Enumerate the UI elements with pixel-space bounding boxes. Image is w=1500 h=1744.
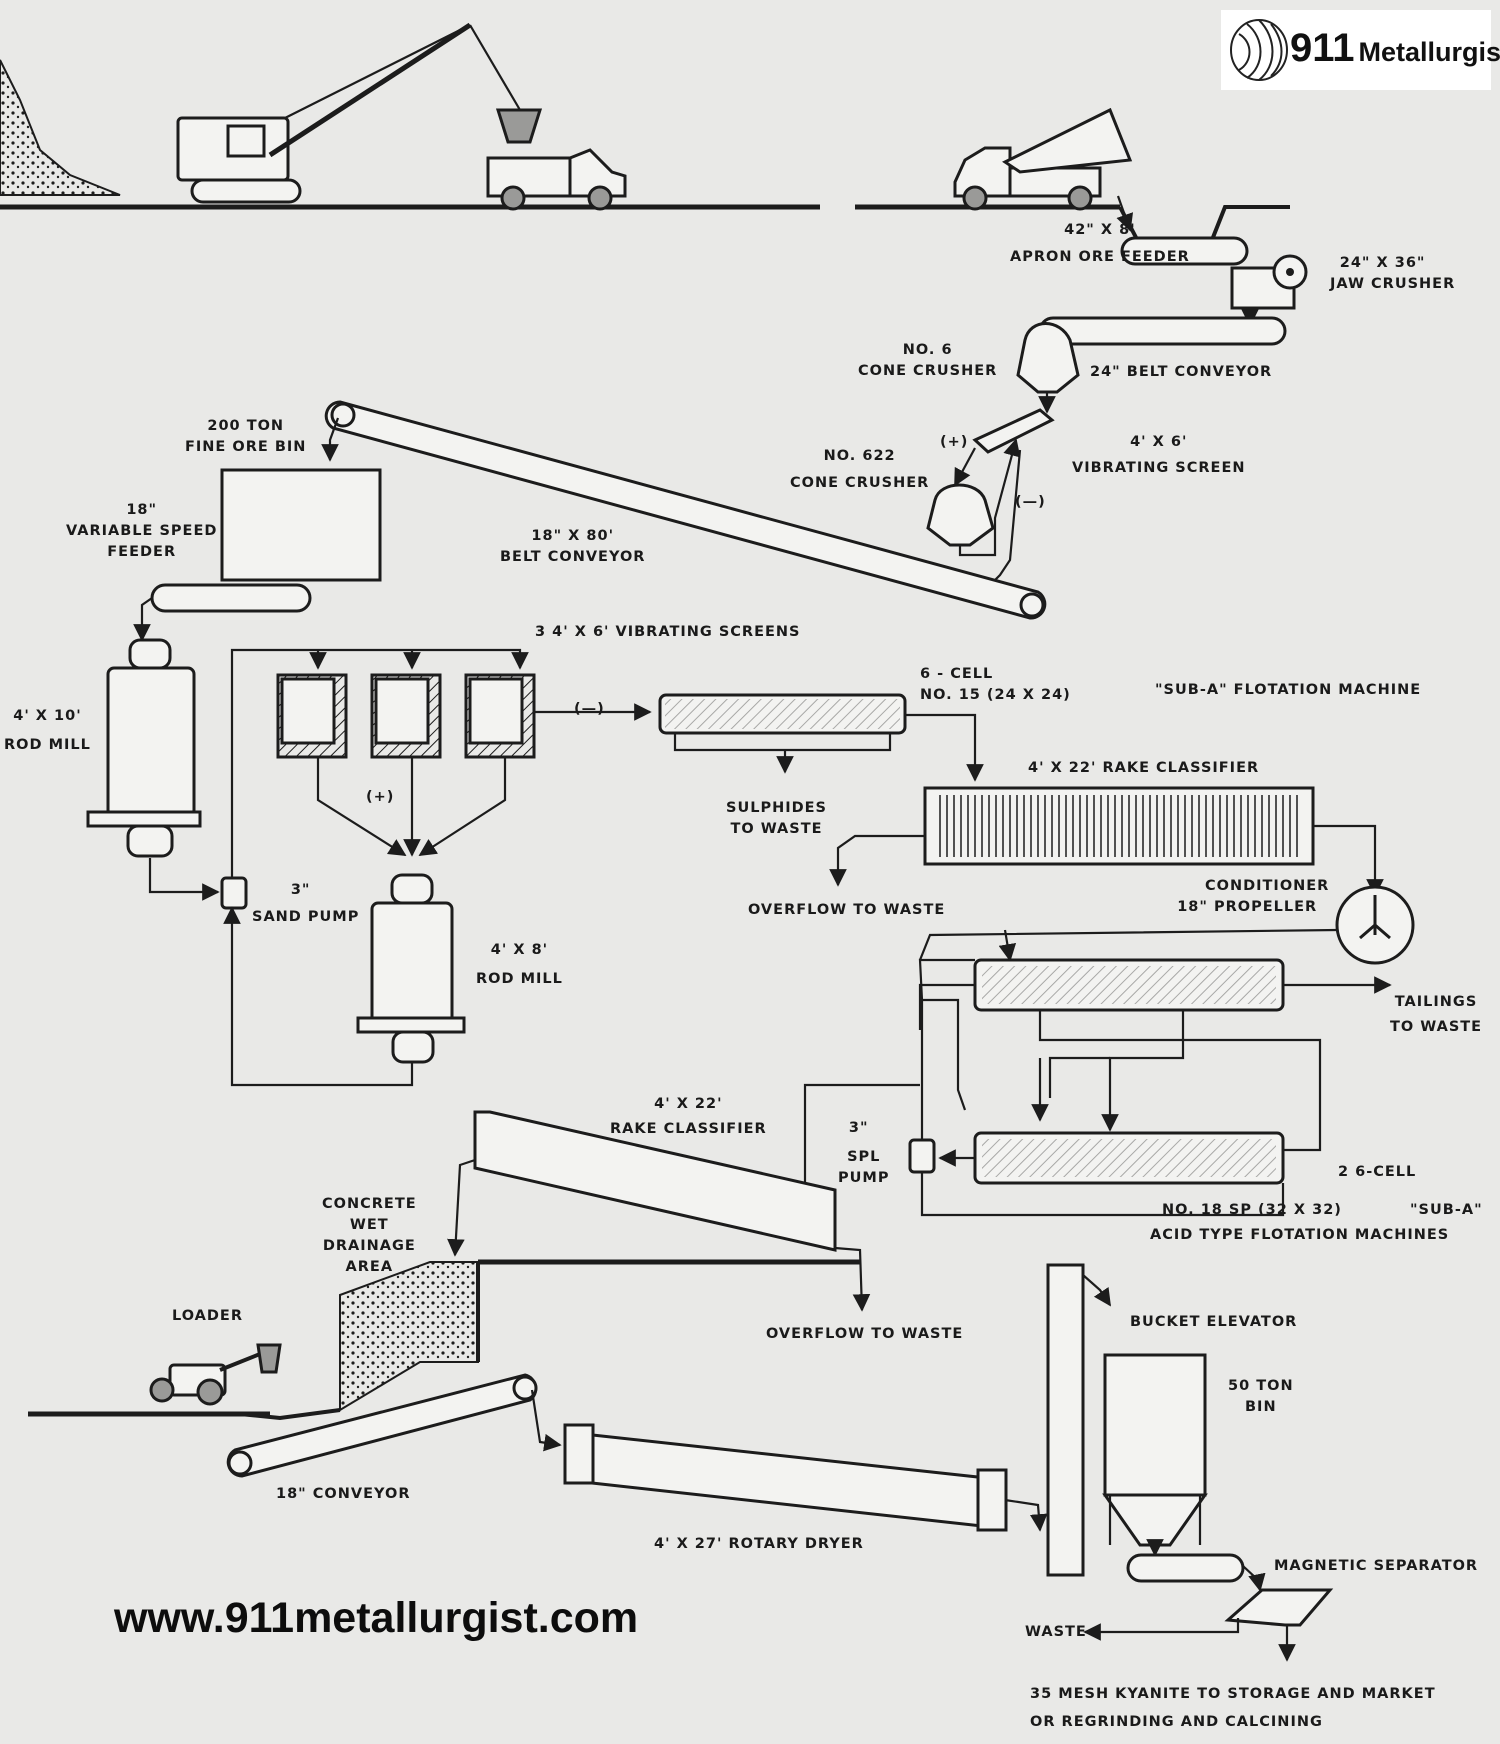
label-vibrating-screen: 4' x 6'VIBRATING SCREEN (1072, 434, 1246, 476)
rotary-dryer (563, 1423, 1008, 1532)
label-conveyor-18: 18" CONVEYOR (276, 1486, 411, 1502)
separator-hopper (1224, 1588, 1334, 1627)
dump-truck-left (486, 148, 627, 211)
flotation-bank-lower (973, 1131, 1285, 1185)
magnetic-separator (1126, 1553, 1245, 1583)
rake-classifier-2 (473, 1110, 837, 1252)
label-rotary-dryer: 4' x 27' ROTARY DRYER (654, 1536, 864, 1552)
bucket-elevator (1046, 1263, 1085, 1577)
label-overflow-1: OVERFLOW TO WASTE (748, 902, 946, 918)
label-sand-pump: 3"SAND PUMP (252, 882, 360, 925)
logo-word: Metallurgist (1358, 37, 1500, 67)
apron-ore-feeder (1120, 236, 1249, 266)
conditioner (1335, 885, 1415, 965)
globe-icon (1230, 19, 1288, 81)
label-overflow-2: OVERFLOW TO WASTE (766, 1326, 964, 1342)
label-rod-mill-4x8: 4' x 8'ROD MILL (476, 942, 563, 987)
belt-conveyor-18x80 (324, 400, 1047, 620)
jaw-crusher (1230, 254, 1308, 310)
label-rake-classifier-1: 4' x 22' RAKE CLASSIFIER (1028, 760, 1260, 776)
label-belt-conveyor-18x80: 18" x 80'BELT CONVEYOR (500, 528, 646, 565)
label-apron-feeder: 42" x 8'APRON ORE FEEDER (1010, 222, 1190, 265)
flotation-bank-upper (973, 958, 1285, 1012)
label-acid-type: ACID TYPE FLOTATION MACHINES (1150, 1227, 1450, 1243)
belt-conveyor-24 (1038, 316, 1287, 346)
label-belt-conveyor-24: 24" BELT CONVEYOR (1090, 364, 1273, 380)
spl-pump (908, 1138, 936, 1174)
conveyor-18 (226, 1373, 538, 1478)
flotation-cells-no15 (658, 693, 907, 735)
label-loader: LOADER (172, 1308, 243, 1324)
label-sub-a-machine: "SUB-A" FLOTATION MACHINE (1155, 682, 1422, 698)
rod-mill-4x8 (356, 873, 466, 1064)
fine-ore-bin (220, 468, 382, 582)
label-waste: WASTE (1025, 1624, 1087, 1640)
label-no18: NO. 18 SP (32 x 32) (1162, 1202, 1342, 1218)
label-rake-classifier-2: 4' x 22'RAKE CLASSIFIER (610, 1096, 767, 1137)
label-rod-mill-4x10: 4' x 10'ROD MILL (4, 708, 91, 753)
rod-mill-4x10 (86, 638, 202, 858)
logo-number: 911 (1290, 26, 1355, 70)
cone-crusher-no622 (926, 483, 995, 547)
label-minus-to-flotation: (—) (574, 701, 605, 717)
label-magnetic-separator: MAGNETIC SEPARATOR (1274, 1558, 1479, 1574)
vibrating-screen (972, 408, 1055, 454)
cone-crusher-no6 (1016, 322, 1080, 394)
loader (149, 1343, 282, 1406)
label-plus-to-mill: (+) (366, 789, 395, 805)
label-bucket-elevator: BUCKET ELEVATOR (1130, 1314, 1298, 1330)
website-url: www.911metallurgist.com (114, 1594, 639, 1642)
dragline-excavator (176, 22, 543, 204)
label-jaw-crusher: 24" x 36"JAW CRUSHER (1330, 255, 1456, 292)
label-sub-a-2: "SUB-A" (1410, 1202, 1483, 1218)
vibrating-screens (276, 673, 536, 759)
variable-speed-feeder (150, 583, 312, 613)
logo-box (1221, 10, 1491, 90)
label-cell-2x6: 2 6-CELL (1338, 1164, 1417, 1180)
ore-pile (0, 59, 121, 196)
label-screen-plus: (+) (940, 434, 969, 450)
dump-truck-right (953, 107, 1133, 211)
rake-classifier-1 (923, 786, 1315, 866)
bin-50-ton (1102, 1353, 1208, 1547)
label-vibrating-screens-3: 3 4' x 6' VIBRATING SCREENS (535, 624, 801, 640)
label-screen-minus: (—) (1015, 494, 1046, 510)
